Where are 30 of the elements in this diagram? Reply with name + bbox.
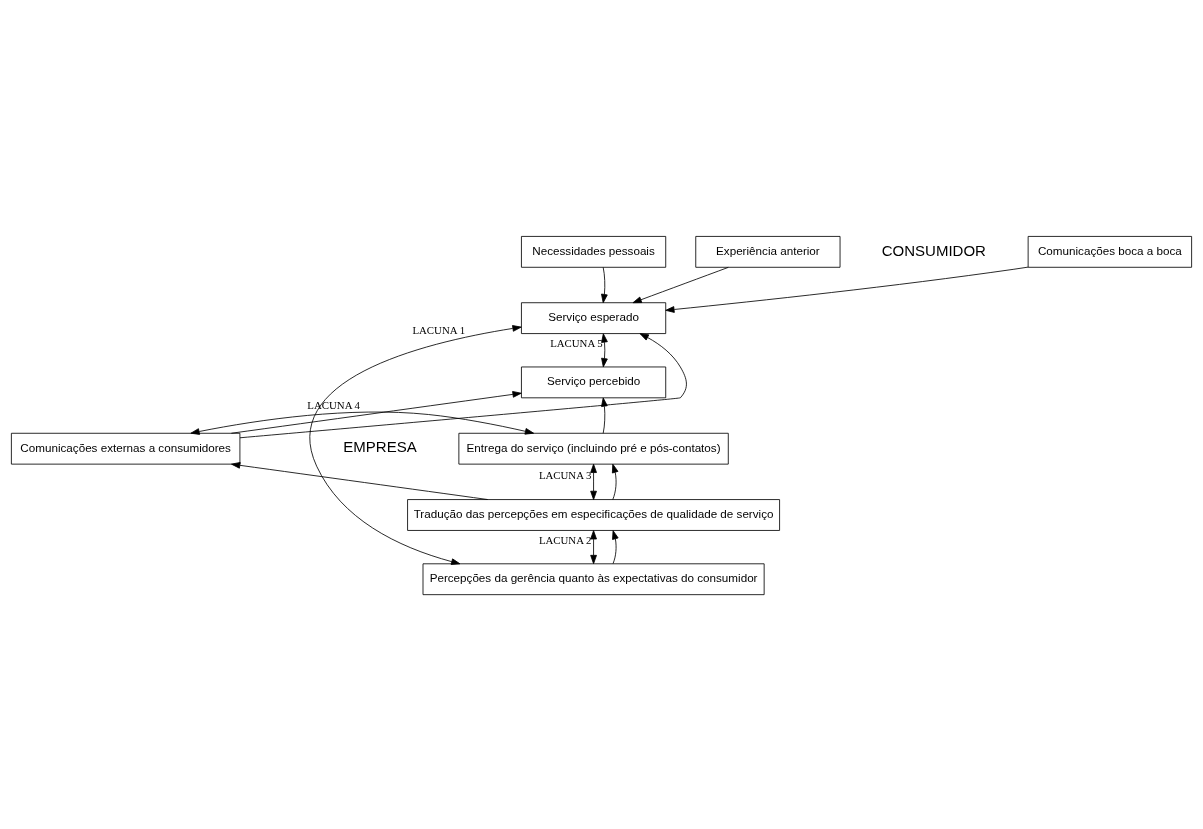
node-box: Entrega do serviço (incluindo pré e pós-contatos) <box>458 432 729 465</box>
edge-label: LACUNA 1 <box>412 323 466 336</box>
node-box: Tradução das percepções em especificações de qualidade de serviço <box>407 499 780 531</box>
node-box: Percepções da gerência quanto às expectativas do consumidor <box>422 563 765 596</box>
edge-label: LACUNA 5 <box>550 337 603 350</box>
arrow <box>601 333 608 368</box>
arrow <box>231 462 489 500</box>
node-box: Comunicações boca a boca <box>1027 236 1193 268</box>
arrow <box>190 411 535 435</box>
arrow <box>309 325 522 565</box>
arrow <box>239 333 687 439</box>
arrow <box>632 266 729 304</box>
arrow <box>612 530 619 565</box>
label: EMPRESA <box>343 438 417 456</box>
arrow <box>230 391 522 434</box>
node-box: Necessidades pessoais <box>521 236 667 268</box>
arrow <box>665 266 1029 313</box>
arrow <box>590 530 597 565</box>
arrow <box>601 397 608 434</box>
edge-label: LACUNA 3 <box>538 468 592 481</box>
arrow <box>611 463 619 500</box>
edge-label: LACUNA 2 <box>538 533 592 546</box>
node-box: Serviço percebido <box>521 366 667 399</box>
label: CONSUMIDOR <box>881 241 986 259</box>
edge-label: LACUNA 4 <box>307 399 360 412</box>
node-box: Comunicações externas a consumidores <box>10 432 241 465</box>
node-box: Experiência anterior <box>695 236 841 268</box>
arrow <box>590 463 597 500</box>
arrow <box>601 266 608 304</box>
node-box: Serviço esperado <box>521 302 667 334</box>
